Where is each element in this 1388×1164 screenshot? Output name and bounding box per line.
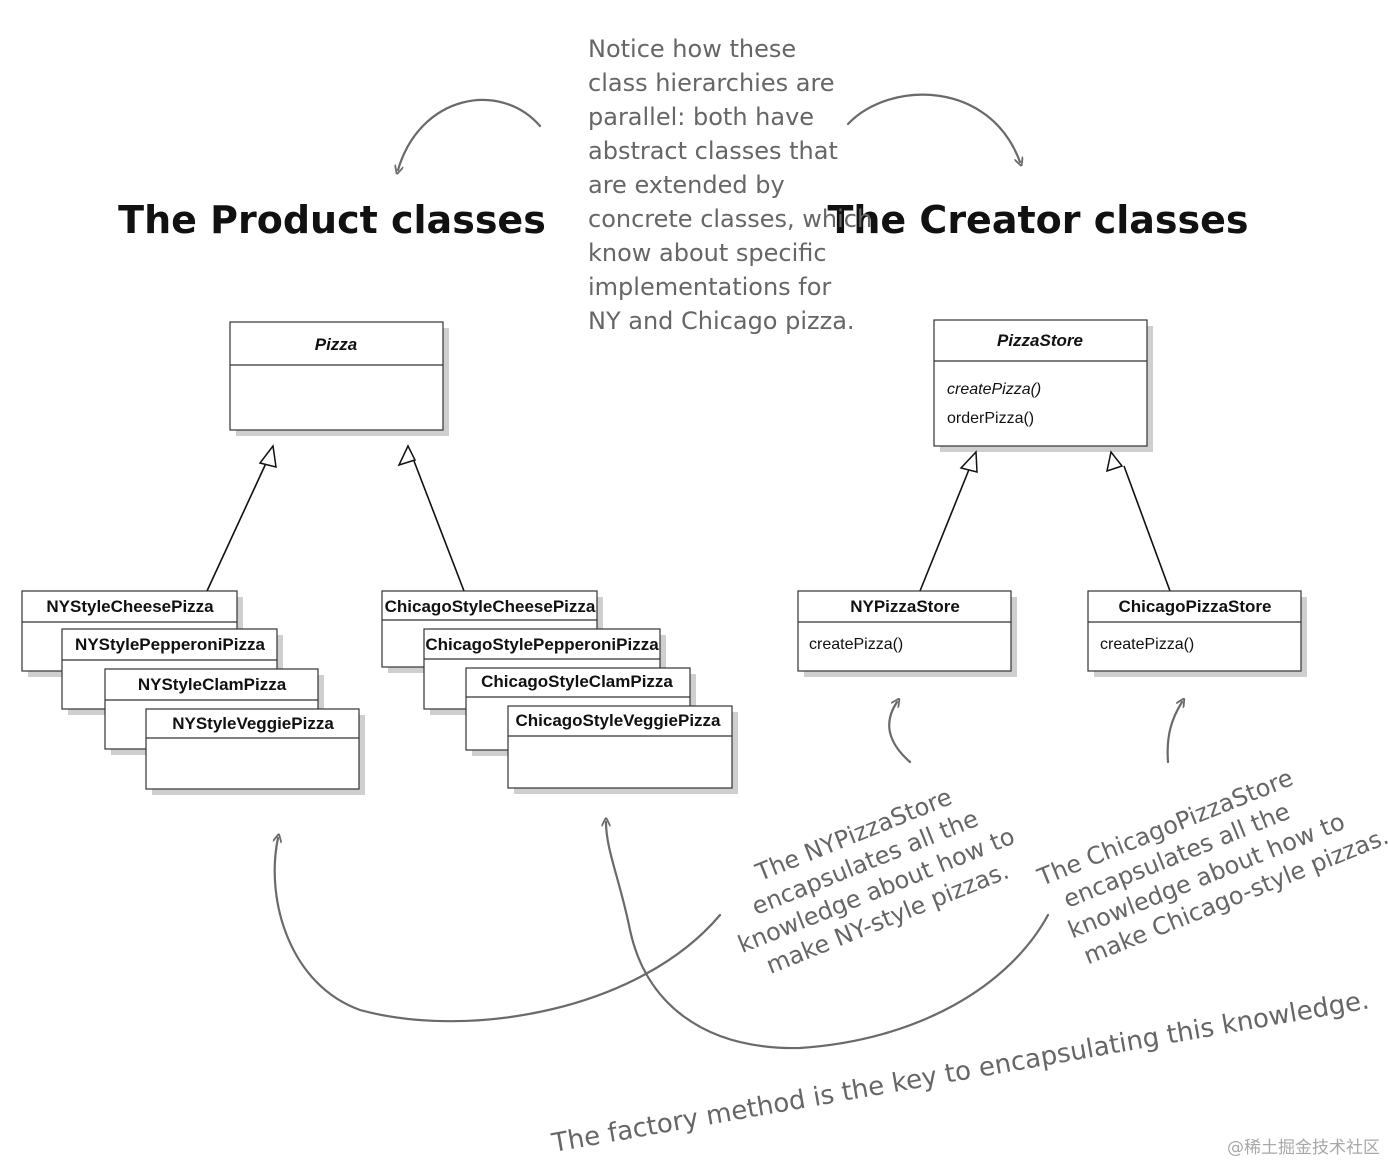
inheritance-arrowhead [1105, 450, 1124, 473]
inheritance-arrowhead [258, 444, 277, 468]
ny-pepperoni-pizza-name: NYStylePepperoniPizza [75, 635, 265, 654]
note-line: Notice how these [588, 35, 796, 63]
chicagopizzastore-class: ChicagoPizzaStore createPizza() [1087, 590, 1307, 677]
chicago-cheese-pizza-name: ChicagoStyleCheesePizza [385, 597, 596, 616]
nypizzastore-name: NYPizzaStore [850, 597, 960, 616]
ny-pizza-stack: NYStyleCheesePizza NYStylePepperoniPizza… [21, 590, 365, 795]
inheritance-line [413, 460, 465, 592]
chicago-veggie-pizza-name: ChicagoStyleVeggiePizza [515, 711, 721, 730]
pizzastore-class: PizzaStore createPizza() orderPizza() [933, 319, 1153, 452]
note-line: know about specific [588, 239, 827, 267]
pizzastore-create-method: createPizza() [947, 381, 1041, 398]
inheritance-line [206, 460, 268, 592]
ny-veggie-pizza-name: NYStyleVeggiePizza [172, 714, 334, 733]
ny-knowledge-arrow [275, 838, 722, 1023]
factory-note: The factory method is the key to encapsu… [549, 985, 1372, 1159]
creator-heading: The Creator classes [827, 198, 1248, 242]
inheritance-arrowhead [959, 450, 978, 473]
chicago-clam-pizza-name: ChicagoStyleClamPizza [481, 672, 673, 691]
pizza-class-name: Pizza [315, 335, 358, 354]
ny-store-note: The NYPizzaStore encapsulates all the kn… [734, 783, 1019, 980]
inheritance-line [919, 466, 971, 592]
chicagopizzastore-method: createPizza() [1100, 636, 1194, 653]
chicago-knowledge-arrow [606, 822, 1050, 1050]
inheritance-arrowhead [397, 444, 417, 467]
parallel-note: Notice how these class hierarchies are p… [588, 35, 872, 335]
note-line: parallel: both have [588, 103, 814, 131]
nypizzastore-class: NYPizzaStore createPizza() [797, 590, 1017, 677]
pizza-class: Pizza [229, 321, 449, 436]
pizzastore-class-name: PizzaStore [997, 331, 1083, 350]
pizzastore-order-method: orderPizza() [947, 410, 1034, 427]
chicago-note-arrow [1166, 702, 1182, 764]
note-line: NY and Chicago pizza. [588, 307, 855, 335]
ny-note-arrow [888, 702, 912, 764]
note-arrow-left [398, 98, 542, 170]
ny-cheese-pizza-name: NYStyleCheesePizza [46, 597, 214, 616]
note-line: concrete classes, which [588, 205, 872, 233]
product-heading: The Product classes [118, 198, 546, 242]
chicagopizzastore-name: ChicagoPizzaStore [1118, 597, 1271, 616]
watermark: @稀土掘金技术社区 [1227, 1138, 1380, 1158]
note-line: abstract classes that [588, 137, 838, 165]
inheritance-line [1123, 465, 1171, 592]
chicago-pizza-stack: ChicagoStyleCheesePizza ChicagoStylePepp… [381, 590, 738, 794]
note-line: class hierarchies are [588, 69, 835, 97]
chicago-store-note: The ChicagoPizzaStore encapsulates all t… [1033, 764, 1388, 971]
nypizzastore-method: createPizza() [809, 636, 903, 653]
note-line: are extended by [588, 171, 785, 199]
note-line: implementations for [588, 273, 831, 301]
ny-clam-pizza-name: NYStyleClamPizza [138, 675, 287, 694]
note-arrow-right [846, 93, 1020, 162]
chicago-pepperoni-pizza-name: ChicagoStylePepperoniPizza [425, 635, 659, 654]
